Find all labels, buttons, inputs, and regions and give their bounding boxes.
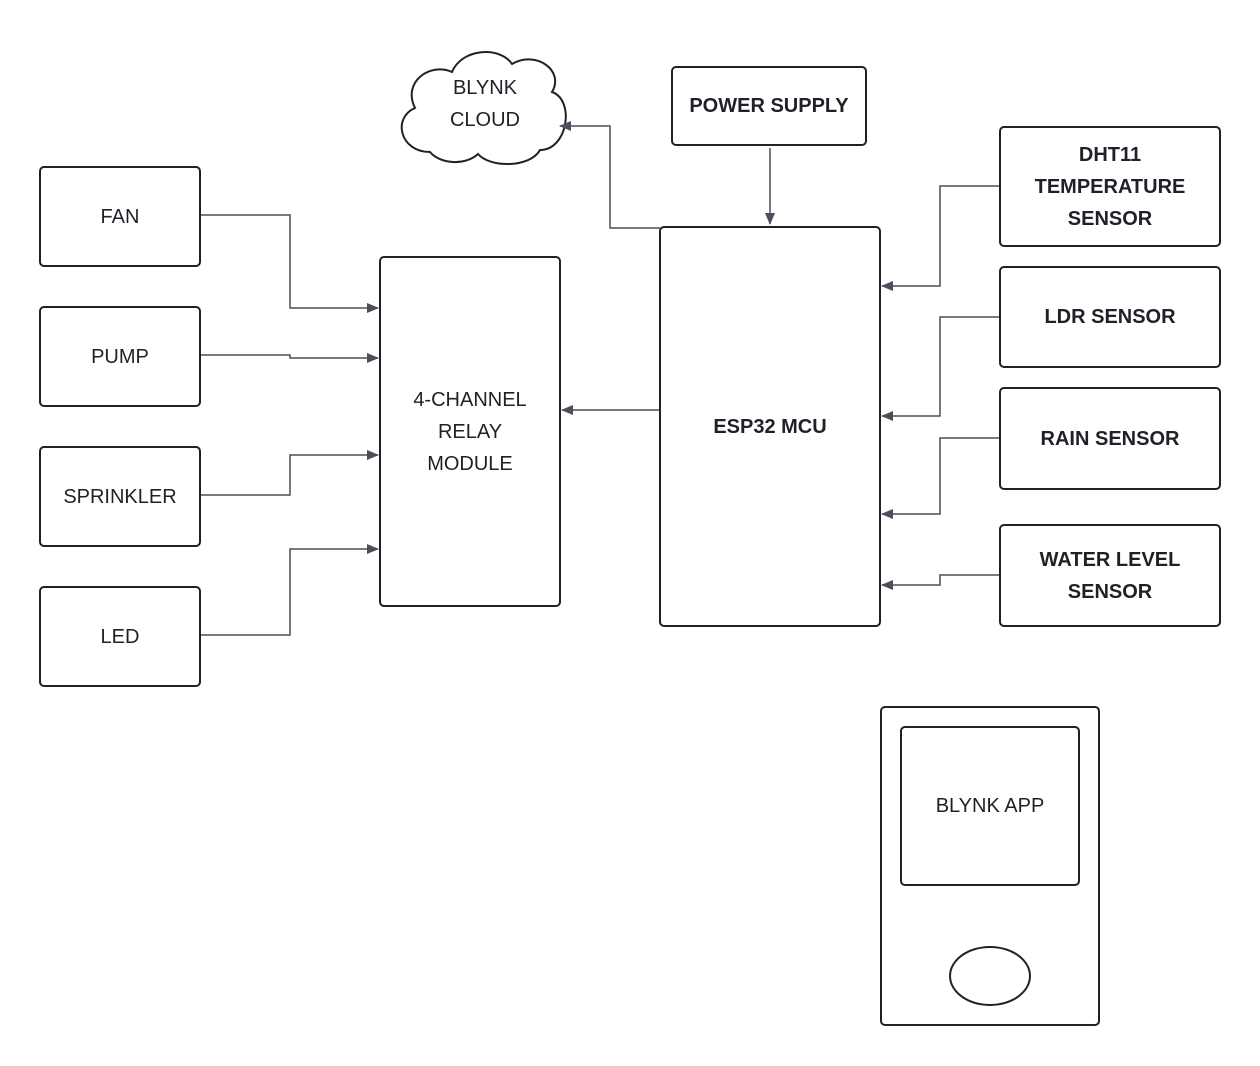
led-label: LED: [100, 625, 140, 648]
connector-led-relay: [201, 544, 379, 636]
relay-module-label: 4-CHANNEL RELAY MODULE: [413, 388, 527, 475]
dht11-sensor-label: DHT11 TEMPERATURE SENSOR: [1034, 143, 1186, 230]
ldr-sensor-box: LDR SENSOR: [999, 266, 1221, 368]
cloud-shape: [400, 51, 567, 166]
power-supply-box: POWER SUPPLY: [671, 66, 867, 146]
rain-sensor-label: RAIN SENSOR: [1040, 427, 1180, 450]
ldr-sensor-label: LDR SENSOR: [1044, 306, 1176, 328]
sprinkler-box: SPRINKLER: [39, 446, 201, 547]
led-box: LED: [39, 586, 201, 687]
connector-dht11-esp32: [881, 185, 999, 291]
rain-sensor-box: RAIN SENSOR: [999, 387, 1221, 490]
connector-fan-relay: [201, 214, 379, 313]
connector-rain-esp32: [881, 437, 999, 519]
connector-esp32-cloud: [559, 121, 660, 229]
water-level-sensor-box: WATER LEVEL SENSOR: [999, 524, 1221, 627]
water-level-sensor-label: WATER LEVEL SENSOR: [1039, 548, 1181, 603]
pump-box: PUMP: [39, 306, 201, 407]
dht11-sensor-box: DHT11 TEMPERATURE SENSOR: [999, 126, 1221, 247]
phone-screen: BLYNK APP: [900, 726, 1080, 886]
fan-label: FAN: [100, 205, 140, 228]
blynk-cloud-label: BLYNK CLOUD: [449, 77, 520, 131]
esp32-mcu-box: ESP32 MCU: [659, 226, 881, 627]
connector-pump-relay: [201, 353, 379, 363]
fan-box: FAN: [39, 166, 201, 267]
pump-label: PUMP: [91, 345, 149, 368]
connector-sprinkler-relay: [201, 450, 379, 496]
esp32-mcu-label: ESP32 MCU: [713, 415, 827, 438]
relay-module-box: 4-CHANNEL RELAY MODULE: [379, 256, 561, 607]
sprinkler-label: SPRINKLER: [63, 485, 177, 508]
phone-home-button: [949, 946, 1031, 1006]
power-supply-label: POWER SUPPLY: [689, 95, 849, 117]
connector-ldr-esp32: [881, 316, 999, 421]
connector-water-esp32: [881, 574, 999, 590]
blynk-app-label: BLYNK APP: [935, 794, 1045, 817]
